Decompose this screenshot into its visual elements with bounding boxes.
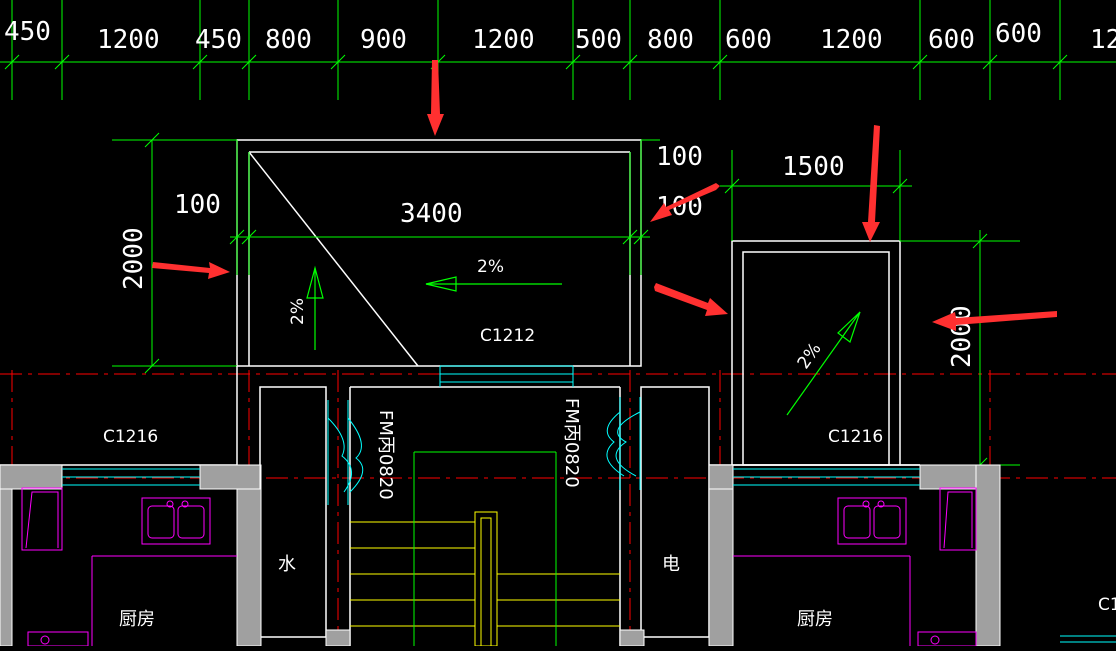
markup-arrow-icon [654, 283, 728, 316]
mid-top-dim: 100 [656, 142, 703, 172]
wall-windows [62, 365, 1116, 643]
kitchen-right-fixtures [733, 487, 977, 647]
window-tag-c1-edge: C1 [1098, 595, 1116, 615]
room-label-kitchen-left: 厨房 [119, 609, 155, 630]
markup-arrow-icon [427, 60, 444, 136]
stair-handrail [474, 511, 498, 647]
kitchen-left-fixtures [21, 487, 237, 647]
room-label-kitchen-right: 厨房 [797, 609, 833, 630]
slope-ridge-line [248, 151, 419, 367]
water-shaft [259, 386, 327, 638]
top-dim-label: 450 [4, 17, 51, 47]
top-dim-label: 450 [195, 25, 242, 55]
left-offset-dim: 100 [174, 190, 221, 220]
right-diagonal-slope-arrow [786, 311, 861, 416]
fire-door-left [327, 400, 364, 505]
axis-grid [0, 370, 1116, 646]
electric-shaft [640, 386, 710, 638]
markup-arrow-icon [932, 311, 1057, 331]
markup-arrows [152, 60, 1057, 331]
markup-arrow-icon [650, 183, 720, 222]
top-dimension-labels: 450 1200 450 800 900 1200 500 800 600 12… [4, 17, 1116, 55]
left-vertical-slope-label: 2% [288, 298, 308, 325]
sink-left [141, 497, 211, 545]
window-tag-c1216-left: C1216 [103, 427, 158, 447]
left-balcony [236, 139, 642, 367]
stair-landing [413, 451, 557, 646]
window-tag-c1216-right: C1216 [828, 427, 883, 447]
left-horizontal-slope-arrow [425, 276, 562, 292]
top-dim-label: 1200 [820, 25, 883, 55]
fire-door-label-left: FM丙0820 [375, 410, 396, 500]
top-dim-label: 600 [995, 19, 1042, 49]
left-width-dim: 3400 [400, 199, 463, 229]
left-balcony-dims [112, 132, 660, 374]
fire-door-label-right: FM丙0820 [561, 398, 582, 488]
left-height-dim: 2000 [119, 227, 149, 290]
balcony-outline [236, 139, 642, 367]
structural-walls [0, 464, 1001, 647]
top-dim-label: 800 [265, 25, 312, 55]
room-label-electric: 电 [662, 554, 680, 575]
top-dim-label: 1200 [472, 25, 535, 55]
top-dim-label: 800 [647, 25, 694, 55]
window-tag-c1212: C1212 [480, 326, 535, 346]
fire-door-right [606, 397, 641, 490]
top-dim-label: 500 [575, 25, 622, 55]
top-dim-label: 600 [725, 25, 772, 55]
top-dim-label: 12 [1090, 25, 1116, 55]
right-width-dim: 1500 [782, 152, 845, 182]
top-dim-label: 600 [928, 25, 975, 55]
left-vertical-slope-arrow [306, 265, 324, 350]
markup-arrow-icon [152, 262, 230, 279]
wall-outlines [0, 366, 920, 646]
markup-arrow-icon [862, 125, 880, 242]
top-dimension-chain [0, 0, 1116, 100]
room-label-water: 水 [278, 554, 296, 575]
stair-run [350, 511, 620, 647]
left-horizontal-slope-label: 2% [477, 257, 504, 277]
top-dim-label: 1200 [97, 25, 160, 55]
top-dim-label: 900 [360, 25, 407, 55]
sink-right [837, 497, 907, 545]
